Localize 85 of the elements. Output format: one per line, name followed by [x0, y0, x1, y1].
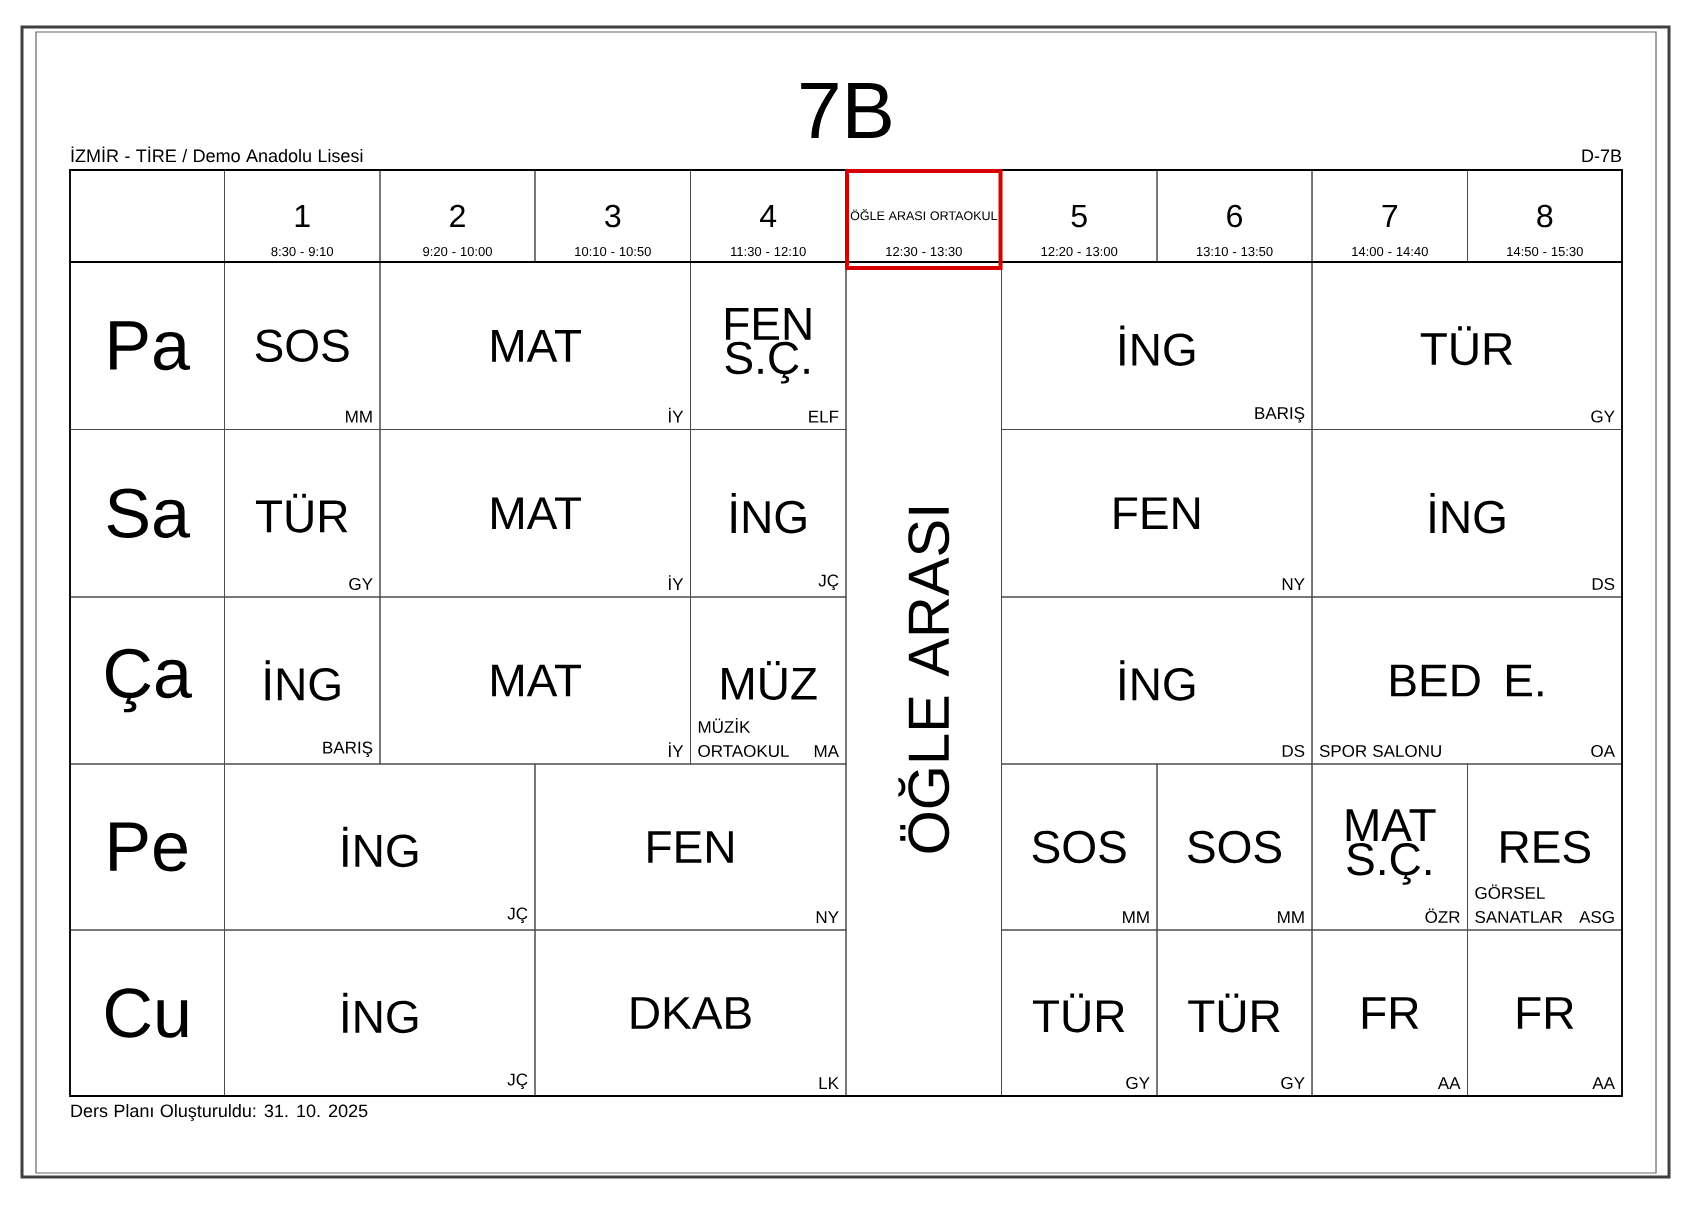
subject-label: İNG — [1120, 660, 1195, 701]
period-number: 4 — [760, 205, 777, 227]
subject-label: SOS — [1188, 830, 1281, 864]
time-label: 12:30 - 13:30 — [886, 246, 962, 257]
teacher-label: MM — [346, 410, 372, 423]
time-label: 14:00 - 14:40 — [1352, 246, 1428, 257]
subject-label: FEN — [1114, 497, 1200, 530]
teacher-label: MM — [1278, 911, 1304, 923]
teacher-label: İY — [669, 742, 684, 757]
teacher-label: JÇ — [507, 907, 528, 923]
day-label: Sa — [107, 488, 190, 538]
teacher-label: LK — [819, 1077, 839, 1089]
footer-note: Ders Planı Oluşturuldu: 31. 10. 2025 — [71, 1103, 368, 1121]
subject-label: İNG — [1120, 325, 1195, 366]
teacher-label: MM — [1123, 911, 1149, 923]
school-name: İZMİR - TİRE / Demo Anadolu Lisesi — [71, 146, 363, 163]
subject-label: MAT — [492, 497, 581, 530]
teacher-label: BARIŞ — [323, 741, 373, 757]
period-number: 5 — [1071, 205, 1087, 228]
teacher-label: GY — [1591, 410, 1615, 423]
subject-label: İNG — [343, 992, 418, 1034]
title: 7B — [801, 83, 891, 138]
period-number: 3 — [605, 204, 621, 228]
subject-label: BED E. — [1391, 664, 1543, 697]
room-label: SPOR SALONU — [1319, 745, 1441, 757]
room-label: GÖRSEL SANATLAR — [1475, 884, 1563, 923]
subject-label: İNG — [265, 660, 340, 701]
subject-label: SOS — [1032, 830, 1126, 864]
teacher-label: GY — [349, 578, 373, 590]
subject-label: SOS — [255, 329, 349, 363]
teacher-label: BARIŞ — [1255, 407, 1305, 423]
time-label: 9:20 - 10:00 — [423, 246, 492, 257]
subject-label: FEN — [648, 831, 733, 863]
break-label: ÖĞLE ARASI — [898, 508, 950, 853]
time-label: 11:30 - 12:10 — [731, 246, 806, 257]
time-label: 14:50 - 15:30 — [1507, 246, 1583, 257]
day-label: Cu — [106, 988, 188, 1038]
teacher-label: ASG — [1579, 911, 1614, 923]
period-name: ÖĞLE ARASI ORTAOKUL — [850, 209, 998, 221]
period-number: 1 — [295, 205, 310, 227]
teacher-label: JÇ — [818, 574, 839, 590]
time-label: 12:20 - 13:00 — [1041, 246, 1118, 257]
teacher-label: İY — [669, 407, 684, 423]
period-number: 2 — [450, 204, 465, 227]
subject-label: TÜR — [1033, 993, 1125, 1033]
subject-label: MAT — [492, 664, 581, 697]
teacher-label: ELF — [809, 410, 839, 423]
period-number: 8 — [1537, 204, 1553, 228]
room-label: MÜZİK ORTAOKUL — [698, 718, 789, 757]
teacher-label: OA — [1591, 745, 1615, 757]
teacher-label: JÇ — [507, 1073, 528, 1089]
day-label: Pe — [110, 822, 187, 872]
subject-label: FR — [1362, 997, 1419, 1029]
subject-label: TÜR — [255, 493, 348, 533]
period-number: 7 — [1382, 205, 1398, 227]
subject-label: İNG — [343, 826, 418, 868]
time-label: 8:30 - 9:10 — [271, 246, 334, 257]
subject-label: TÜR — [1188, 993, 1280, 1033]
subject-label: TÜR — [1420, 326, 1513, 366]
subject-label: MÜZ — [722, 661, 817, 700]
teacher-label: DS — [1592, 578, 1615, 590]
teacher-label: ÖZR — [1425, 908, 1460, 923]
day-label: Ça — [106, 648, 192, 713]
subject-label: FR — [1517, 997, 1574, 1029]
class-code: D-7B — [1582, 149, 1622, 162]
teacher-label: NY — [1282, 578, 1305, 590]
teacher-label: AA — [1592, 1077, 1615, 1089]
teacher-label: İY — [669, 575, 684, 590]
teacher-label: GY — [1281, 1077, 1305, 1089]
subject-label: MAT — [492, 330, 581, 362]
subject-label: İNG — [731, 493, 806, 534]
subject-label: DKAB — [631, 997, 751, 1029]
teacher-label: NY — [816, 911, 839, 923]
subject-label: FEN S.Ç. — [725, 308, 811, 384]
period-number: 6 — [1227, 204, 1242, 228]
teacher-label: DS — [1282, 745, 1305, 757]
subject-label: MAT S.Ç. — [1346, 809, 1436, 885]
teacher-label: MA — [814, 745, 839, 757]
teacher-label: AA — [1437, 1077, 1461, 1089]
subject-label: İNG — [1430, 493, 1505, 534]
time-label: 10:10 - 10:50 — [575, 246, 651, 257]
subject-label: RES — [1501, 830, 1590, 864]
teacher-label: GY — [1126, 1077, 1150, 1089]
day-label: Pa — [110, 321, 190, 371]
time-label: 13:10 - 13:50 — [1196, 246, 1273, 257]
